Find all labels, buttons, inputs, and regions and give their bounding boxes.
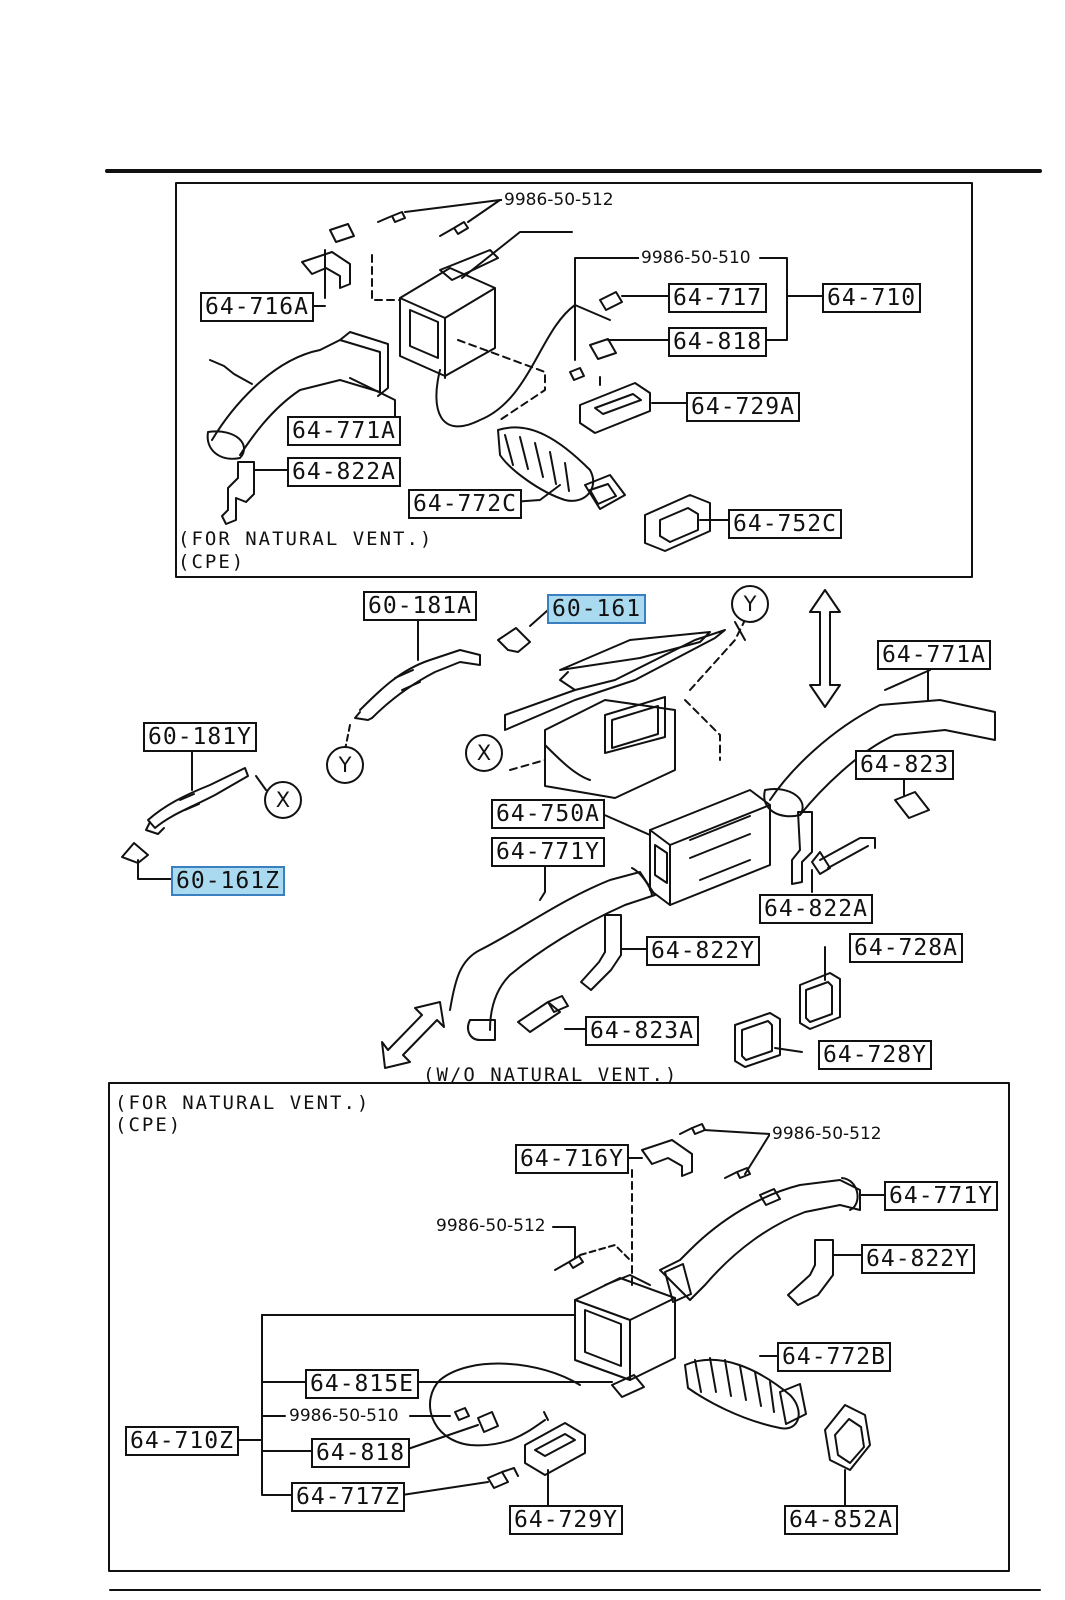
label-60-161Z: 60-161Z bbox=[171, 866, 285, 896]
label-64-772B: 64-772B bbox=[777, 1342, 891, 1372]
label-64-852A: 64-852A bbox=[784, 1505, 898, 1535]
label-60-161: 60-161 bbox=[547, 594, 647, 624]
label-64-822Y-bottom: 64-822Y bbox=[861, 1244, 975, 1274]
label-64-729Y: 64-729Y bbox=[509, 1505, 623, 1535]
label-64-750A: 64-750A bbox=[491, 799, 605, 829]
top-natural-vent-note: (FOR NATURAL VENT.) bbox=[178, 528, 434, 550]
bottom-screw-512-left-label: 9986-50-512 bbox=[434, 1216, 548, 1236]
label-64-822A-mid: 64-822A bbox=[759, 894, 873, 924]
label-64-710-top: 64-710 bbox=[822, 283, 922, 313]
label-64-818-bottom: 64-818 bbox=[311, 1438, 411, 1468]
top-cpe-note: (CPE) bbox=[178, 551, 246, 573]
bottom-cpe-note: (CPE) bbox=[115, 1114, 183, 1136]
top-screw-512-label: 9986-50-512 bbox=[502, 190, 616, 210]
mid-wo-natural-vent-note: (W/O NATURAL VENT.) bbox=[423, 1064, 679, 1086]
label-64-771Y-mid: 64-771Y bbox=[491, 837, 605, 867]
callout-y-upper: Y bbox=[731, 585, 769, 623]
label-64-717Z: 64-717Z bbox=[291, 1482, 405, 1512]
label-64-822Y-mid: 64-822Y bbox=[646, 936, 760, 966]
label-64-716A-top: 64-716A bbox=[200, 292, 314, 322]
bottom-screw-512-upper-label: 9986-50-512 bbox=[770, 1124, 884, 1144]
label-64-822A-top: 64-822A bbox=[287, 457, 401, 487]
label-60-181Y: 60-181Y bbox=[143, 722, 257, 752]
callout-x-center: X bbox=[465, 734, 503, 772]
label-64-823: 64-823 bbox=[855, 750, 955, 780]
label-60-181A: 60-181A bbox=[363, 591, 477, 621]
label-64-752C-top: 64-752C bbox=[728, 509, 842, 539]
top-screw-510-label: 9986-50-510 bbox=[639, 248, 753, 268]
label-64-818-top: 64-818 bbox=[668, 327, 768, 357]
label-64-729A-top: 64-729A bbox=[686, 392, 800, 422]
bottom-natural-vent-note: (FOR NATURAL VENT.) bbox=[115, 1092, 371, 1114]
label-64-771A-mid: 64-771A bbox=[877, 640, 991, 670]
label-64-710Z: 64-710Z bbox=[125, 1426, 239, 1456]
callout-x-left: X bbox=[264, 781, 302, 819]
label-64-716Y: 64-716Y bbox=[515, 1144, 629, 1174]
bottom-screw-510-label: 9986-50-510 bbox=[287, 1406, 401, 1426]
label-64-771A-top: 64-771A bbox=[287, 416, 401, 446]
label-64-823A: 64-823A bbox=[585, 1016, 699, 1046]
label-64-728A: 64-728A bbox=[849, 933, 963, 963]
label-64-717-top: 64-717 bbox=[668, 283, 768, 313]
label-64-728Y: 64-728Y bbox=[818, 1040, 932, 1070]
label-64-772C-top: 64-772C bbox=[408, 489, 522, 519]
label-64-815E: 64-815E bbox=[305, 1369, 419, 1399]
label-64-771Y-bottom: 64-771Y bbox=[884, 1181, 998, 1211]
callout-y-left: Y bbox=[326, 746, 364, 784]
